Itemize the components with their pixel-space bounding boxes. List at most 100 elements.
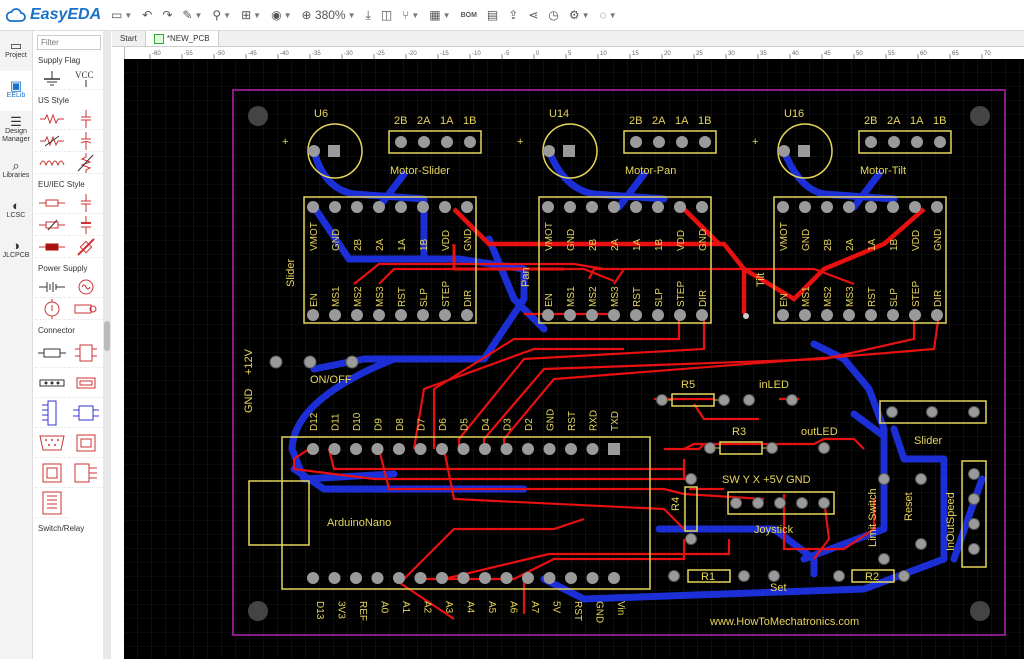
capacitor-eu-polar-symbol[interactable] (69, 214, 103, 236)
arduino-pin-label: D9 (374, 418, 385, 431)
driver-pin-label: VMOT (779, 222, 790, 251)
top-trace (432, 314, 681, 449)
ruler-label: 15 (632, 51, 639, 57)
potentiometer-symbol[interactable] (69, 152, 103, 174)
resistor-eu-symbol[interactable] (35, 192, 69, 214)
rail-project[interactable]: ▭Project (0, 31, 32, 71)
eye-icon: ◉ (271, 8, 282, 22)
fabrication-menu-button[interactable]: ▦▼ (429, 8, 450, 22)
settings-menu-button[interactable]: ⚙▼ (569, 8, 590, 22)
arduino-nano[interactable]: ArduinoNano (248, 436, 651, 590)
mount-hole (248, 601, 268, 621)
place-menu-button[interactable]: ⚲▼ (212, 8, 231, 22)
share-button[interactable]: ⋖ (528, 8, 538, 22)
header-8pin-symbol[interactable] (35, 398, 69, 428)
ground-symbol[interactable] (35, 68, 69, 90)
arduino-pin-label: RST (567, 411, 578, 431)
battery-icon (39, 281, 65, 292)
bom-button[interactable]: BOM (461, 12, 477, 19)
terminal-symbol[interactable] (35, 458, 69, 488)
header-2pin-symbol[interactable] (35, 338, 69, 368)
filter-input[interactable] (37, 35, 101, 50)
capacitor-us-symbol[interactable] (69, 108, 103, 130)
rail-jlcpcb[interactable]: ◑JLCPCB (0, 231, 32, 271)
tab-new-pcb[interactable]: *NEW_PCB (145, 31, 219, 46)
inductor-symbol[interactable] (35, 152, 69, 174)
pad (652, 309, 664, 321)
history-button[interactable]: ◷ (548, 8, 558, 22)
pad (926, 406, 938, 418)
resistor-r4[interactable]: R4 (670, 486, 698, 532)
rail-eelib[interactable]: ▣EELib (0, 71, 32, 111)
route-menu-button[interactable]: ⑂▼ (402, 8, 419, 22)
redo-button[interactable]: ↷ (162, 8, 172, 22)
dc-jack-symbol[interactable] (69, 298, 103, 320)
resistor-r3[interactable]: R3 (710, 426, 772, 455)
dc-source-symbol[interactable] (35, 298, 69, 320)
export-icon: ⇪ (508, 8, 519, 22)
help-menu-button[interactable]: ◌▼ (600, 8, 617, 22)
slider-connector[interactable]: Slider (879, 400, 987, 447)
capacitor-polar-symbol[interactable] (69, 130, 103, 152)
align-menu-button[interactable]: ⊞▼ (241, 8, 261, 22)
battery-symbol[interactable] (35, 276, 69, 298)
header-4pin-symbol[interactable] (69, 338, 103, 368)
pad (307, 201, 319, 213)
resistor-r2[interactable]: R2 (851, 569, 895, 583)
top-trace (378, 267, 615, 285)
undo-button[interactable]: ↶ (142, 8, 152, 22)
inout-speed-connector[interactable]: InOutSpeed (945, 460, 987, 568)
panel-scrollbar[interactable] (103, 31, 111, 659)
arduino-pin-label: TXD (610, 411, 621, 431)
ic-icon (73, 405, 99, 420)
edit-menu-button[interactable]: ✎▼ (182, 8, 202, 22)
rail-libraries[interactable]: ⌕Libraries (0, 151, 32, 191)
joystick-connector[interactable]: SW Y X +5V GND Joystick (722, 474, 835, 536)
scroll-thumb[interactable] (104, 321, 110, 351)
rail-label: Project (5, 52, 27, 59)
power-connector[interactable]: +12V GND ON/OFF (243, 348, 352, 413)
ic-connector-symbol[interactable] (69, 398, 103, 428)
fuse-symbol[interactable] (35, 236, 69, 258)
resistor-r1[interactable]: R1 (687, 569, 731, 583)
rail-lcsc[interactable]: ◐LCSC (0, 191, 32, 231)
multi-header-symbol[interactable] (35, 488, 69, 518)
rail-design-manager[interactable]: ☰Design Manager (0, 111, 32, 151)
resistor-eu-adj-symbol[interactable] (35, 214, 69, 236)
sim-socket-symbol[interactable] (69, 458, 103, 488)
tab-start[interactable]: Start (112, 31, 146, 46)
pad (395, 201, 407, 213)
pad (328, 572, 341, 584)
view-menu-button[interactable]: ◉▼ (271, 8, 291, 22)
zoom-menu-button[interactable]: ⊕ 380%▼ (301, 8, 355, 22)
ruler-label: -35 (312, 51, 321, 57)
pad (887, 201, 899, 213)
dsub-symbol[interactable] (35, 428, 69, 458)
app-logo[interactable]: EasyEDA (6, 6, 106, 24)
rj45-symbol[interactable] (69, 428, 103, 458)
file-menu-button[interactable]: ▭▼ (111, 8, 132, 22)
capacitor-eu-symbol[interactable] (69, 192, 103, 214)
driver-pin-label: RST (632, 287, 643, 307)
section-connector: Connector (38, 326, 75, 335)
pin-row-symbol[interactable] (35, 368, 69, 398)
pad (865, 309, 877, 321)
export-button[interactable]: ⇪ (508, 8, 518, 22)
chevron-down-icon: ▼ (581, 10, 590, 20)
resistor-adj-symbol[interactable] (35, 130, 69, 152)
chart-button[interactable]: ▤ (487, 8, 498, 22)
pad (479, 572, 491, 584)
varistor-symbol[interactable] (69, 236, 103, 258)
camera-button[interactable]: ◫ (381, 8, 392, 22)
ac-source-symbol[interactable] (69, 276, 103, 298)
vcc-symbol[interactable]: VCC (69, 68, 103, 90)
import-button[interactable]: ⤓ (366, 8, 371, 23)
resistor-us-symbol[interactable] (35, 108, 69, 130)
usb-symbol[interactable] (69, 368, 103, 398)
